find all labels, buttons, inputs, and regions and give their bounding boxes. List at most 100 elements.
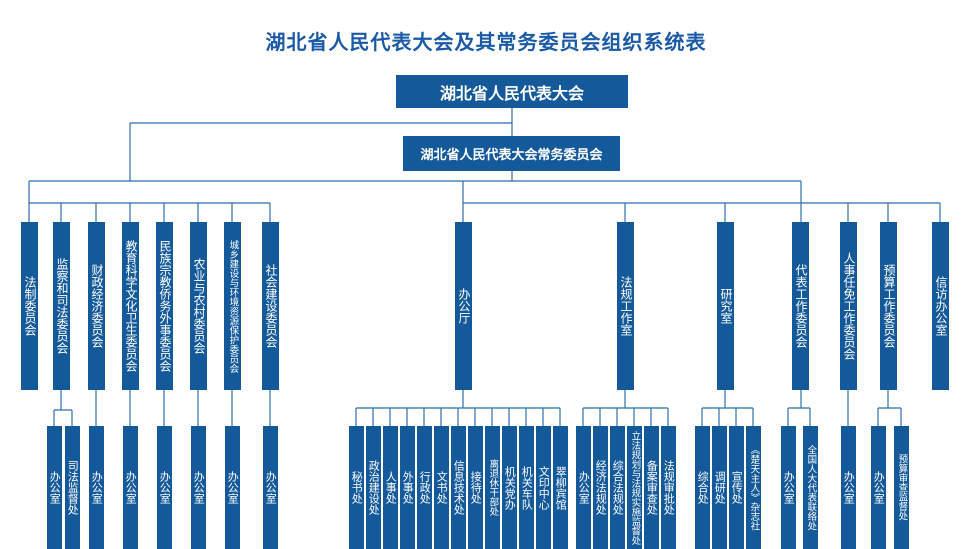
- subunit-box: 政治建设处: [366, 426, 381, 549]
- subunit-box: 综合法规处: [610, 426, 625, 549]
- subunit-box: 文印中心: [536, 426, 551, 549]
- committee-box: 城乡建设与环境资源保护委员会: [224, 222, 241, 390]
- subunit-box: 外事处: [400, 426, 415, 549]
- subunit-box: 办公室: [576, 426, 591, 549]
- committee-box: 教育科学文化卫生委员会: [122, 222, 139, 390]
- subunit-label: 法规审批处: [662, 460, 676, 515]
- working-body-label: 研究室: [718, 288, 733, 324]
- working-body-box: 研究室: [717, 222, 734, 390]
- subunit-label: 离退休干部处: [487, 459, 499, 516]
- subunit-box: 综合处: [695, 426, 710, 549]
- subunit-label: 立法规划与法规实施监督处: [629, 430, 641, 545]
- subunit-box: 人事处: [383, 426, 398, 549]
- working-body-box: 法规工作室: [617, 222, 634, 390]
- subunit-label: 预算审查监督处: [896, 454, 908, 521]
- subunit-box: 机关车队: [519, 426, 534, 549]
- subunit-box: 办公室: [89, 426, 104, 549]
- committee-label: 社会建设委员会: [263, 264, 278, 348]
- subunit-label: 行政处: [418, 471, 432, 504]
- subunit-label: 秘书处: [350, 471, 364, 504]
- subunit-label: 信息技术处: [452, 460, 466, 515]
- subunit-box: 办公室: [191, 426, 206, 549]
- standing-committee-box: 湖北省人民代表大会常务委员会: [403, 136, 620, 171]
- committee-label: 教育科学文化卫生委员会: [123, 240, 138, 372]
- subunit-box: 司法监督处: [65, 426, 80, 549]
- subunit-box: 调研处: [712, 426, 727, 549]
- working-body-label: 预算工作委员会: [881, 264, 896, 348]
- subunit-label: 宣传处: [730, 471, 744, 504]
- subunit-label: 《楚天主人》杂志社: [748, 444, 760, 531]
- subunit-box: 经济法规处: [593, 426, 608, 549]
- subunit-box: 办公室: [157, 426, 172, 549]
- subunit-label: 翠柳宾馆: [554, 465, 568, 510]
- chart-title: 湖北省人民代表大会及其常务委员会组织系统表: [265, 30, 707, 54]
- committee-label: 农业与农村委员会: [191, 258, 206, 354]
- subunit-box: 行政处: [417, 426, 432, 549]
- subunit-label: 办公室: [48, 471, 62, 504]
- subunit-box: 宣传处: [729, 426, 744, 549]
- subunit-label: 办公室: [782, 471, 796, 504]
- subunit-box: 翠柳宾馆: [553, 426, 568, 549]
- working-body-box: 预算工作委员会: [880, 222, 897, 390]
- subunit-label: 政治建设处: [367, 460, 381, 515]
- working-body-box: 信访办公室: [932, 222, 949, 390]
- subunit-label: 办公室: [872, 471, 886, 504]
- subunit-label: 办公室: [158, 471, 172, 504]
- subunit-label: 办公室: [264, 471, 278, 504]
- subunit-label: 外事处: [401, 471, 415, 504]
- subunit-box: 离退休干部处: [485, 426, 500, 549]
- committee-box: 农业与农村委员会: [190, 222, 207, 390]
- working-body-box: 办公厅: [455, 222, 472, 390]
- subunit-box: 办公室: [263, 426, 278, 549]
- subunit-box: 办公室: [841, 426, 856, 549]
- committee-label: 财政经济委员会: [89, 264, 104, 348]
- committee-label: 城乡建设与环境资源保护委员会: [227, 239, 239, 373]
- working-body-box: 代表工作委员会: [792, 222, 809, 390]
- subunit-box: 办公室: [47, 426, 62, 549]
- committee-box: 民族宗教侨务外事委员会: [156, 222, 173, 390]
- subunit-label: 文书处: [435, 471, 449, 504]
- subunit-box: 办公室: [225, 426, 240, 549]
- subunit-label: 办公室: [90, 471, 104, 504]
- subunit-box: 全国人大代表联络处: [803, 426, 818, 549]
- working-body-box: 人事任免工作委员会: [840, 222, 857, 390]
- subunit-label: 办公室: [226, 471, 240, 504]
- subunit-label: 接待处: [469, 471, 483, 504]
- subunit-label: 经济法规处: [594, 460, 608, 515]
- subunit-label: 办公室: [577, 471, 591, 504]
- committee-label: 民族宗教侨务外事委员会: [157, 240, 172, 372]
- subunit-label: 文印中心: [537, 465, 551, 510]
- subunit-label: 备案审查处: [645, 460, 659, 515]
- subunit-box: 信息技术处: [451, 426, 466, 549]
- subunit-box: 立法规划与法规实施监督处: [627, 426, 642, 549]
- subunit-label: 办公室: [842, 471, 856, 504]
- committee-box: 社会建设委员会: [262, 222, 279, 390]
- npc-box: 湖北省人民代表大会: [396, 75, 628, 108]
- subunit-box: 《楚天主人》杂志社: [746, 426, 761, 549]
- subunit-label: 调研处: [713, 471, 727, 504]
- subunit-label: 办公室: [192, 471, 206, 504]
- subunit-box: 办公室: [123, 426, 138, 549]
- subunit-label: 全国人大代表联络处: [805, 444, 817, 531]
- subunit-box: 法规审批处: [661, 426, 676, 549]
- subunit-box: 办公室: [781, 426, 796, 549]
- subunit-box: 接待处: [468, 426, 483, 549]
- subunit-box: 备案审查处: [644, 426, 659, 549]
- subunit-box: 机关党办: [502, 426, 517, 549]
- standing-committee-label: 湖北省人民代表大会常务委员会: [420, 148, 603, 163]
- subunit-box: 办公室: [871, 426, 886, 549]
- subunit-label: 机关党办: [503, 465, 517, 510]
- working-body-label: 人事任免工作委员会: [841, 252, 856, 360]
- committee-box: 监察和司法委员会: [53, 222, 70, 390]
- subunit-label: 办公室: [124, 471, 138, 504]
- subunit-label: 人事处: [384, 471, 398, 504]
- subunit-box: 文书处: [434, 426, 449, 549]
- working-body-label: 代表工作委员会: [793, 264, 808, 348]
- committee-label: 法制委员会: [22, 276, 37, 336]
- subunit-box: 秘书处: [349, 426, 364, 549]
- npc-label: 湖北省人民代表大会: [439, 83, 584, 103]
- working-body-label: 信访办公室: [933, 276, 948, 336]
- committee-box: 法制委员会: [21, 222, 38, 390]
